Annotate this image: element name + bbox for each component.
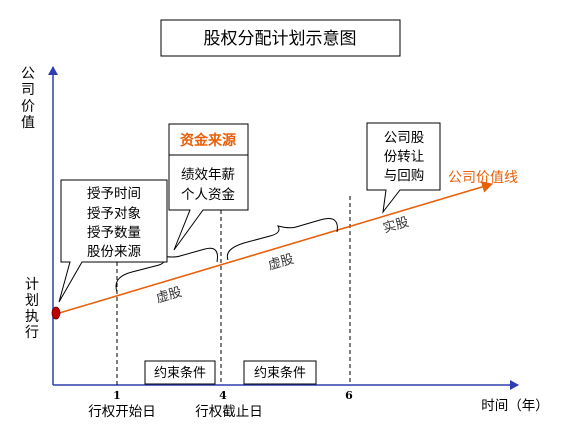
plan-label-char-2: 划: [25, 293, 39, 309]
tick-6-value: 6: [345, 389, 353, 402]
tick-1-value: 1: [113, 389, 121, 402]
constraint-box-1: 约束条件: [144, 360, 216, 385]
start-point-dot: [51, 306, 61, 320]
constraint-label-2: 约束条件: [254, 365, 306, 381]
grant-info-callout: 授予时间 授予对象 授予数量 股份来源: [58, 179, 168, 303]
constraint-box-2: 约束条件: [243, 360, 317, 385]
grant-line-2: 授予对象: [87, 206, 141, 222]
tick-4-value: 4: [219, 389, 227, 402]
grant-line-4: 股份来源: [87, 244, 141, 260]
plan-label-char-1: 计: [25, 277, 39, 293]
title-text: 股权分配计划示意图: [204, 29, 357, 49]
y-label-char-3: 价: [21, 99, 35, 115]
buyback-line-3: 与回购: [384, 168, 425, 184]
buyback-line-1: 公司股: [384, 130, 425, 146]
value-line-label: 公司价值线: [448, 170, 518, 186]
funding-header: 资金来源: [180, 132, 236, 149]
y-label-char-2: 司: [21, 82, 35, 98]
plan-label-char-3: 执: [25, 309, 39, 325]
phase-real: 实股: [381, 215, 410, 237]
y-label-char-4: 值: [21, 115, 35, 131]
diagram-title: 股权分配计划示意图: [160, 19, 401, 57]
plan-execution-label: 计 划 执 行: [25, 277, 39, 341]
y-label-char-1: 公: [21, 66, 35, 82]
constraint-label-1: 约束条件: [154, 365, 206, 381]
funding-source-callout: 资金来源 绩效年薪 个人资金: [168, 123, 249, 251]
y-axis-label: 公 司 价 值: [21, 66, 35, 131]
funding-line-1: 绩效年薪: [181, 167, 235, 183]
phase-virtual-1: 虚股: [154, 285, 183, 307]
tick-1-caption: 行权开始日: [88, 403, 156, 420]
phase-virtual-2: 虚股: [266, 252, 295, 274]
brace-virtual-2: [226, 218, 338, 261]
funding-line-2: 个人资金: [181, 187, 235, 203]
grant-line-3: 授予数量: [87, 225, 141, 241]
plan-label-char-4: 行: [25, 325, 39, 341]
x-axis-label: 时间（年）: [481, 398, 549, 414]
company-value-line: [55, 181, 493, 315]
buyback-line-2: 份转让: [384, 149, 425, 165]
grant-line-1: 授予时间: [87, 186, 141, 202]
tick-4-caption: 行权截止日: [195, 403, 263, 420]
buyback-callout: 公司股 份转让 与回购: [366, 122, 441, 214]
